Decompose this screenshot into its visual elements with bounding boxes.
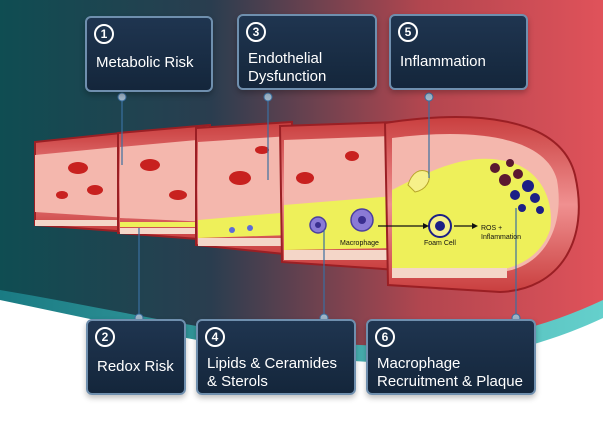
card-title: Redox Risk	[97, 358, 174, 375]
card-endothelial-dysfunction: 3 Endothelial Dysfunction	[237, 14, 377, 90]
card-metabolic-risk: 1 Metabolic Risk	[85, 16, 213, 92]
artery-segment-5	[383, 116, 580, 294]
card-title: Metabolic Risk	[96, 54, 194, 71]
arrowhead-2	[472, 223, 478, 229]
card-number: 6	[375, 327, 395, 347]
label-inflammation-small: Inflammation	[481, 234, 521, 241]
card-number: 3	[246, 22, 266, 42]
card-inflammation: 5 Inflammation	[389, 14, 528, 90]
card-title: Endothelial Dysfunction	[248, 50, 327, 85]
card-number: 2	[95, 327, 115, 347]
card-title: Inflammation	[400, 53, 486, 70]
card-lipids-ceramides-sterols: 4 Lipids & Ceramides & Sterols	[196, 319, 356, 395]
leader-lines	[121, 97, 517, 318]
card-redox-risk: 2 Redox Risk	[86, 319, 186, 395]
card-number: 5	[398, 22, 418, 42]
plaque-cluster	[490, 159, 544, 214]
artery-segment-4	[278, 120, 400, 272]
card-number: 4	[205, 327, 225, 347]
card-number: 1	[94, 24, 114, 44]
label-macrophage: Macrophage	[340, 240, 379, 247]
card-title: Macrophage Recruitment & Plaque	[377, 355, 523, 390]
artery-segment-1	[34, 130, 131, 234]
label-foam-cell: Foam Cell	[424, 240, 456, 247]
card-macrophage-recruitment-plaque: 6 Macrophage Recruitment & Plaque	[366, 319, 536, 395]
label-ros: ROS +	[481, 225, 502, 232]
arrowhead-1	[423, 223, 429, 229]
card-title: Lipids & Ceramides & Sterols	[207, 355, 338, 390]
